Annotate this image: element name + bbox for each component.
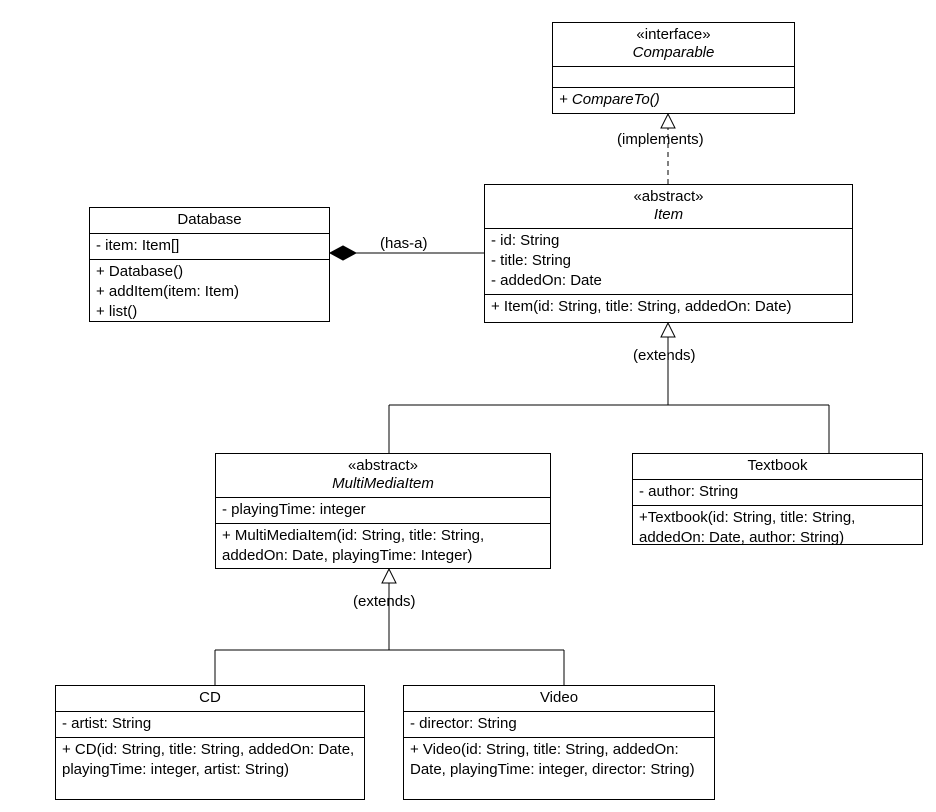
multimediaitem-attributes: - playingTime: integer [216,497,550,523]
item-operations: + Item(id: String, title: String, addedO… [485,294,852,320]
comparable-operation: + CompareTo() [559,91,660,108]
database-class-box: Database - item: Item[] + Database() + a… [89,207,330,322]
database-operation: + Database() [96,263,184,280]
extends-item-arrowhead [660,321,676,338]
implements-arrowhead [660,112,676,129]
video-class-box: Video - director: String + Video(id: Str… [403,685,715,800]
textbook-header: Textbook [633,454,922,479]
multimediaitem-attribute: - playingTime: integer [222,501,366,518]
multimediaitem-stereotype: «abstract» [347,457,419,474]
item-attribute: - id: String [491,232,560,249]
item-stereotype: «abstract» [633,188,704,205]
video-operations: + Video(id: String, title: String, added… [404,737,714,783]
multimediaitem-class-box: «abstract» MultiMediaItem - playingTime:… [215,453,551,569]
extends-item-label: (extends) [633,347,696,364]
has-a-label: (has-a) [380,235,428,252]
multimediaitem-header: «abstract» MultiMediaItem [216,454,550,497]
item-attribute: - title: String [491,252,572,269]
comparable-stereotype: «interface» [636,26,711,43]
database-operation: + addItem(item: Item) [96,283,239,300]
multimediaitem-operations: + MultiMediaItem(id: String, title: Stri… [216,523,550,569]
cd-class-box: CD - artist: String + CD(id: String, tit… [55,685,365,800]
video-class-name: Video [539,689,579,706]
comparable-class-name: Comparable [632,44,715,61]
extends-multimedia-arrowhead [381,567,397,584]
cd-class-name: CD [199,689,221,706]
comparable-operations: + CompareTo() [553,87,794,113]
textbook-attributes: - author: String [633,479,922,505]
textbook-class-name: Textbook [747,457,808,474]
item-class-name: Item [653,206,684,223]
video-operation: + Video(id: String, title: String, added… [410,741,695,778]
comparable-header: «interface» Comparable [553,23,794,66]
multimediaitem-operation: + MultiMediaItem(id: String, title: Stri… [222,527,485,564]
video-attribute: - director: String [410,715,517,732]
extends-multimedia-label: (extends) [353,593,416,610]
database-operations: + Database() + addItem(item: Item) + lis… [90,259,329,325]
item-header: «abstract» Item [485,185,852,228]
database-operation: + list() [96,303,138,320]
cd-attributes: - artist: String [56,711,364,737]
multimediaitem-class-name: MultiMediaItem [332,475,434,492]
video-attributes: - director: String [404,711,714,737]
item-class-box: «abstract» Item - id: String - title: St… [484,184,853,323]
database-attribute: - item: Item[] [96,237,180,254]
textbook-attribute: - author: String [639,483,739,500]
cd-operation: + CD(id: String, title: String, addedOn:… [62,741,355,778]
cd-attribute: - artist: String [62,715,152,732]
database-class-name: Database [177,211,242,228]
cd-header: CD [56,686,364,711]
item-attributes: - id: String - title: String - addedOn: … [485,228,852,294]
textbook-operations: +Textbook(id: String, title: String, add… [633,505,922,551]
video-header: Video [404,686,714,711]
item-operation: + Item(id: String, title: String, addedO… [491,298,792,315]
composition-diamond [328,245,358,261]
cd-operations: + CD(id: String, title: String, addedOn:… [56,737,364,783]
database-attributes: - item: Item[] [90,233,329,259]
implements-label: (implements) [617,131,704,148]
textbook-operation: +Textbook(id: String, title: String, add… [639,509,856,546]
item-attribute: - addedOn: Date [491,272,602,289]
textbook-class-box: Textbook - author: String +Textbook(id: … [632,453,923,546]
database-header: Database [90,208,329,233]
comparable-attributes [553,66,794,87]
comparable-class-box: «interface» Comparable + CompareTo() [552,22,795,114]
